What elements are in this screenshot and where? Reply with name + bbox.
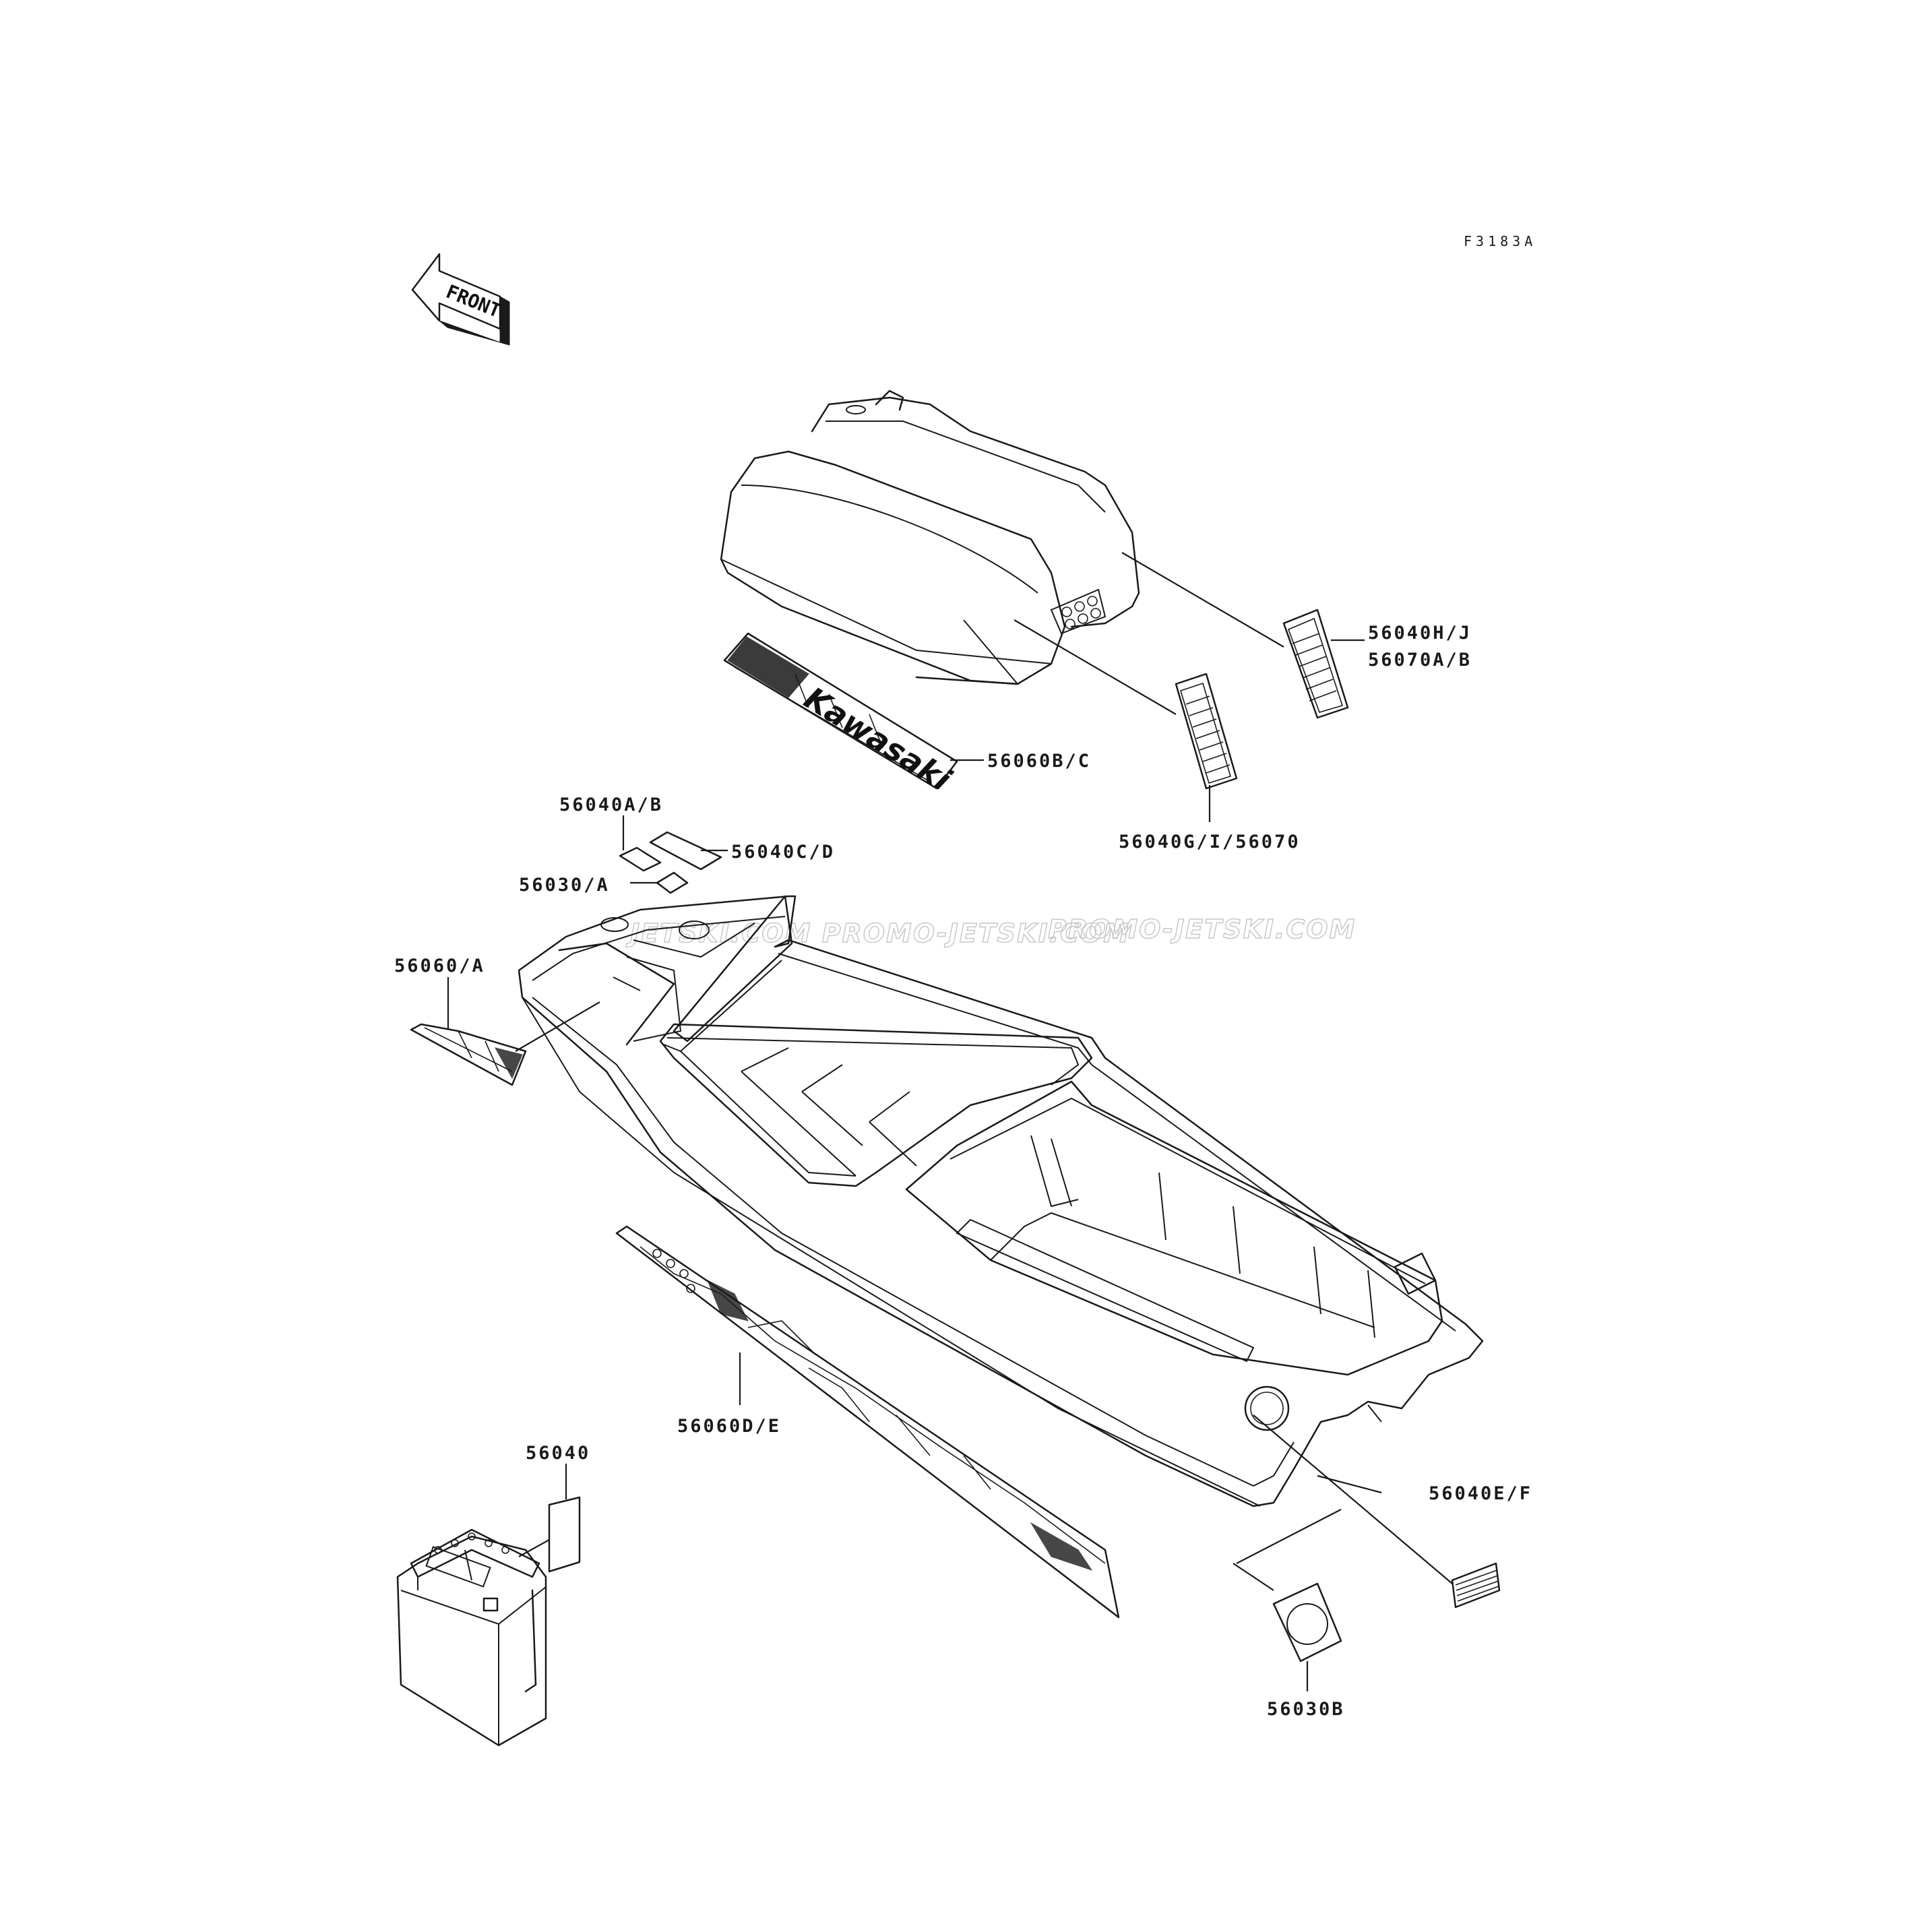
battery [396,1528,547,1747]
seat-pad-56040hj [1282,609,1349,719]
hull-side-decal-56060de [615,1225,1120,1619]
part-label-56040gi: 56040G/I/56070 [1119,832,1301,852]
part-label-56040: 56040 [526,1443,590,1464]
round-label-56030b [1272,1582,1342,1662]
bow-decal-56060a [410,1023,527,1086]
svg-text:JETSKI.COM PROMO-JETSKI.COM: JETSKI.COM PROMO-JETSKI.COM [625,918,1130,948]
part-label-56070ab: 56070A/B [1368,650,1472,671]
part-label-56040ef: 56040E/F [1429,1483,1532,1504]
seat-decal-56060bc: Kawasaki [723,632,958,799]
label-sticker-56030a [656,871,689,894]
part-label-56040cd: 56040C/D [731,842,835,863]
figure-code: F3183A [1464,233,1536,249]
part-label-56060a: 56060/A [394,956,485,976]
kawasaki-logo: Kawasaki [798,680,958,799]
front-arrow-icon: FRONT [411,253,510,346]
part-label-56040hj: 56040H/J [1368,623,1472,644]
label-sticker-56040ab [619,846,662,872]
part-label-56030a: 56030/A [519,875,610,896]
label-sticker-56040cd [649,831,722,871]
part-label-56060de: 56060D/E [677,1416,781,1437]
part-label-56040ab: 56040A/B [559,794,663,815]
seat [720,389,1140,685]
part-label-56030b: 56030B [1267,1699,1345,1720]
svg-text:PROMO-JETSKI.COM: PROMO-JETSKI.COM [1048,914,1356,944]
seat-pad-56040gi [1175,673,1238,790]
hull [518,895,1484,1507]
seat-vent-icon [1050,588,1107,635]
part-label-56060bc: 56060B/C [987,751,1091,772]
leader-lines [447,552,1453,1691]
rear-pad-56040ef [1451,1562,1501,1609]
battery-label-56040 [548,1496,581,1573]
watermark: JETSKI.COM PROMO-JETSKI.COM PROMO-JETSKI… [625,914,1356,949]
rear-intake-icon [1244,1385,1290,1431]
